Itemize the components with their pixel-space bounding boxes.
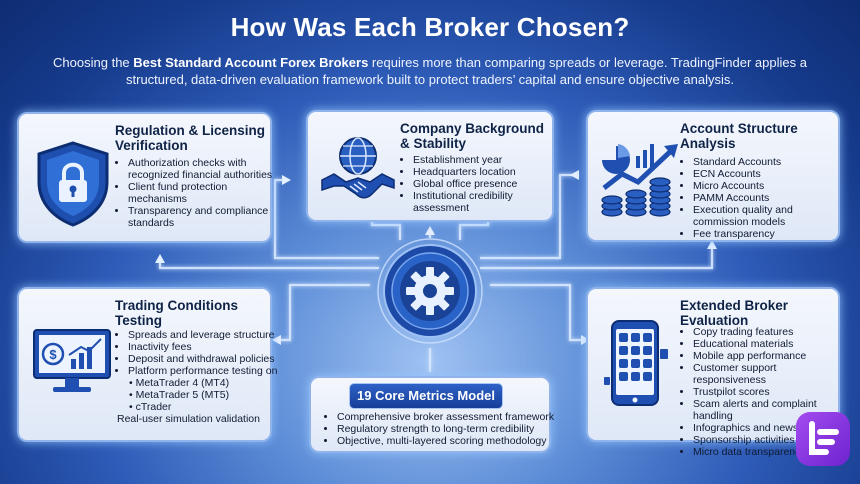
trading-list: Spreads and leverage structure Inactivit… [117,329,280,425]
monitor-chart-icon: $ [33,329,111,392]
platform-sublist: MetaTrader 4 (MT4) MetaTrader 5 (MT5) cT… [117,377,280,413]
list-item: Educational materials [693,338,851,350]
account-list: Standard Accounts ECN Accounts Micro Acc… [682,156,849,240]
globe-handshake-icon [321,137,395,199]
list-item: cTrader [129,401,280,413]
list-item: Customer support responsiveness [693,362,851,386]
company-title: Company Background& Stability [400,121,545,151]
list-item: Sponsorship activities [693,434,851,446]
list-item: Inactivity fees [128,341,280,353]
core-metrics-list: Comprehensive broker assessment framewor… [326,411,559,447]
list-item: Copy trading features [693,326,851,338]
list-item: Regulatory strength to long-term credibi… [337,423,559,435]
extended-list: Copy trading features Educational materi… [682,326,851,458]
regulation-list: Authorization checks with recognized fin… [117,157,278,229]
trading-footer: Real-user simulation validation [117,413,260,425]
list-item: ECN Accounts [693,168,849,180]
list-item: Platform performance testing on [128,365,280,377]
list-item: Micro data transparency [693,446,851,458]
list-item: Global office presence [413,178,561,190]
list-item: Establishment year [413,154,561,166]
mobile-apps-icon [604,320,668,406]
intro-highlight: Best Standard Account Forex Brokers [133,55,369,70]
list-item: Micro Accounts [693,180,849,192]
company-card: Company Background& Stability Establishm… [306,110,554,222]
gear-icon [377,238,483,344]
tradingfinder-logo-icon [796,412,850,466]
list-item: Objective, multi-layered scoring methodo… [337,435,559,447]
company-list: Establishment year Headquarters location… [402,154,561,214]
list-item: MetaTrader 4 (MT4) [129,377,280,389]
intro-text: Choosing the Best Standard Account Forex… [53,55,807,87]
list-item: Client fund protection mechanisms [128,181,278,205]
page-title: How Was Each Broker Chosen? [230,12,630,42]
list-item: Standard Accounts [693,156,849,168]
list-item: Headquarters location [413,166,561,178]
list-item: Spreads and leverage structure [128,329,280,341]
list-item: Institutional credibility assessment [413,190,561,214]
list-item: Scam alerts and complaint handling [693,398,851,422]
list-item: Comprehensive broker assessment framewor… [337,411,559,423]
list-item: Authorization checks with recognized fin… [128,157,278,181]
list-item: MetaTrader 5 (MT5) [129,389,280,401]
list-item: Transparency and compliance standards [128,205,278,229]
list-item: Deposit and withdrawal policies [128,353,280,365]
list-item: Fee transparency [693,228,849,240]
list-item: Mobile app performance [693,350,851,362]
svg-text:$: $ [49,347,57,362]
list-item: Execution quality and commission models [693,204,849,228]
coins-chart-icon [601,144,678,217]
shield-lock-icon [37,141,109,227]
list-item: Trustpilot scores [693,386,851,398]
list-item: PAMM Accounts [693,192,849,204]
core-metrics-title: 19 Core Metrics Model [349,383,503,409]
platform-sublist-wrapper: MetaTrader 4 (MT4) MetaTrader 5 (MT5) cT… [117,377,280,413]
